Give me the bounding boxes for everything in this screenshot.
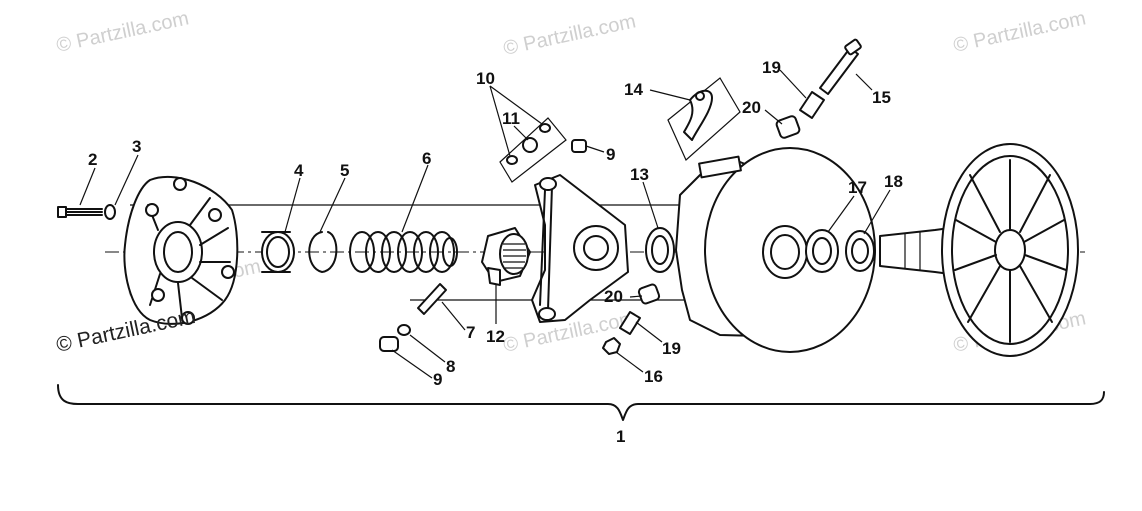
watermark: © Partzilla.com [501, 10, 637, 60]
callout-5: 5 [340, 161, 349, 180]
part-6-spring [349, 231, 458, 273]
callout-17: 17 [848, 178, 867, 197]
watermark: © Partzilla.com [951, 7, 1087, 57]
cover-cap [123, 175, 239, 325]
callout-10: 10 [476, 69, 495, 88]
part-19-pin-lower [619, 311, 641, 335]
callout-13: 13 [630, 165, 649, 184]
part-14-clip [667, 77, 741, 161]
leader-lines [79, 69, 891, 379]
part-15-bolt [819, 38, 862, 95]
callout-3: 3 [132, 137, 141, 156]
callout-20: 20 [742, 98, 761, 117]
part-3-washer [104, 204, 116, 220]
callout-14: 14 [624, 80, 643, 99]
callout-12: 12 [486, 327, 505, 346]
part-20-roller-upper [775, 115, 801, 139]
part-9-bushing [379, 336, 399, 352]
callout-2: 2 [88, 150, 97, 169]
callout-11: 11 [502, 109, 520, 128]
callout-16: 16 [644, 367, 663, 386]
part-7-pin [417, 283, 447, 315]
callout-19: 19 [662, 339, 681, 358]
callout-labels: 2 3 4 5 6 7 8 9 9 10 11 12 13 14 15 16 1… [88, 58, 903, 446]
part-4-ring [261, 231, 295, 273]
part-13-washer [645, 227, 675, 273]
callout-7: 7 [466, 323, 475, 342]
watermark-main: © Partzilla.com [54, 305, 197, 357]
callout-19: 19 [762, 58, 781, 77]
spider-bracket [531, 174, 629, 323]
part-12-hub [481, 227, 531, 286]
callout-18: 18 [884, 172, 903, 191]
fixed-sheave [879, 143, 1079, 357]
callout-6: 6 [422, 149, 431, 168]
part-10-11-roller-group [499, 117, 587, 183]
callout-9: 9 [433, 370, 442, 389]
callout-4: 4 [294, 161, 304, 180]
part-5-snap-ring [308, 231, 338, 273]
callout-8: 8 [446, 357, 455, 376]
callout-15: 15 [872, 88, 891, 107]
movable-sheave [675, 147, 876, 353]
part-8-roller [397, 324, 411, 336]
part-16-nut [602, 337, 621, 355]
assembly-bracket [57, 384, 1105, 421]
part-19-pin-upper [799, 91, 825, 119]
callout-1: 1 [616, 427, 625, 446]
part-2-bolt [57, 206, 103, 218]
watermark: © Partzilla.com [54, 7, 190, 57]
part-20-roller-lower [637, 283, 661, 305]
part-17-washer [805, 229, 839, 273]
callout-20: 20 [604, 287, 623, 306]
callout-9: 9 [606, 145, 615, 164]
part-18-washer [845, 230, 875, 272]
